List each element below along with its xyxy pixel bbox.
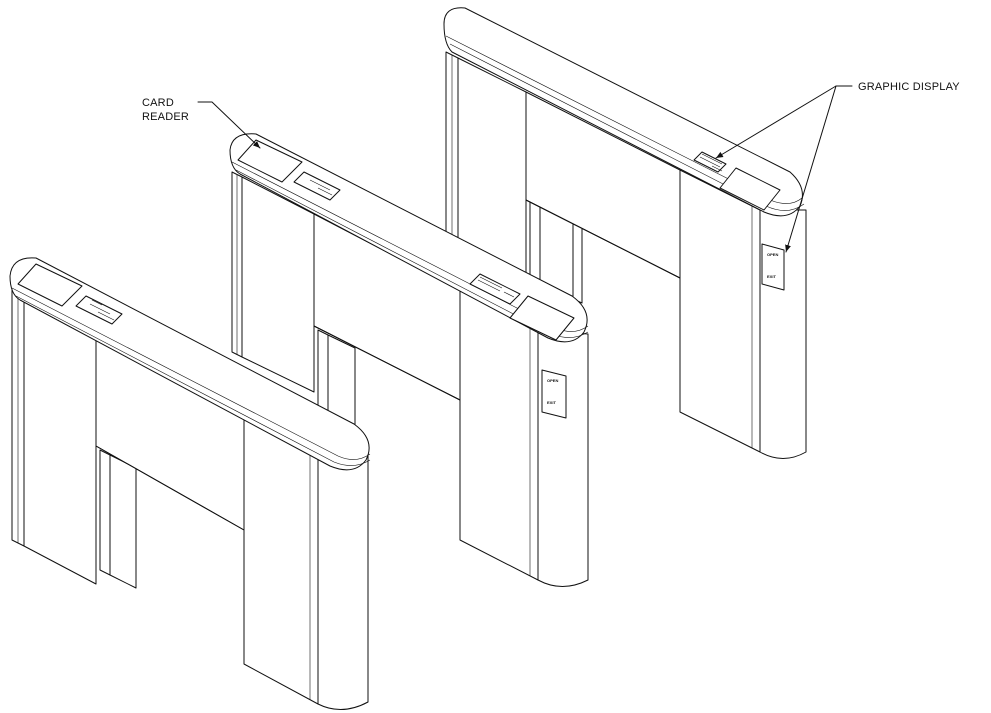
card-reader-leader bbox=[197, 101, 261, 149]
label-card-reader: CARD READER bbox=[142, 97, 261, 149]
display-open-text-2: OPEN bbox=[547, 378, 558, 383]
turnstile-back: OPEN EXIT bbox=[443, 7, 807, 459]
display-exit-text-2: EXIT bbox=[547, 400, 556, 405]
turnstile-front bbox=[9, 257, 371, 710]
card-reader-label-line2: READER bbox=[142, 111, 189, 123]
display-exit-text: EXIT bbox=[767, 274, 776, 279]
graphic-display-leader-1 bbox=[715, 85, 837, 159]
graphic-display-leader-2 bbox=[785, 85, 837, 253]
label-graphic-display: GRAPHIC DISPLAY bbox=[715, 81, 960, 253]
display-open-text: OPEN bbox=[767, 252, 778, 257]
graphic-display-label: GRAPHIC DISPLAY bbox=[858, 81, 960, 93]
turnstile-middle: OPEN EXIT bbox=[229, 133, 589, 587]
card-reader-label-line1: CARD bbox=[142, 97, 174, 109]
graphic-display-back bbox=[761, 243, 785, 291]
card-reader-pad bbox=[237, 139, 303, 183]
graphic-display-middle bbox=[541, 369, 567, 419]
